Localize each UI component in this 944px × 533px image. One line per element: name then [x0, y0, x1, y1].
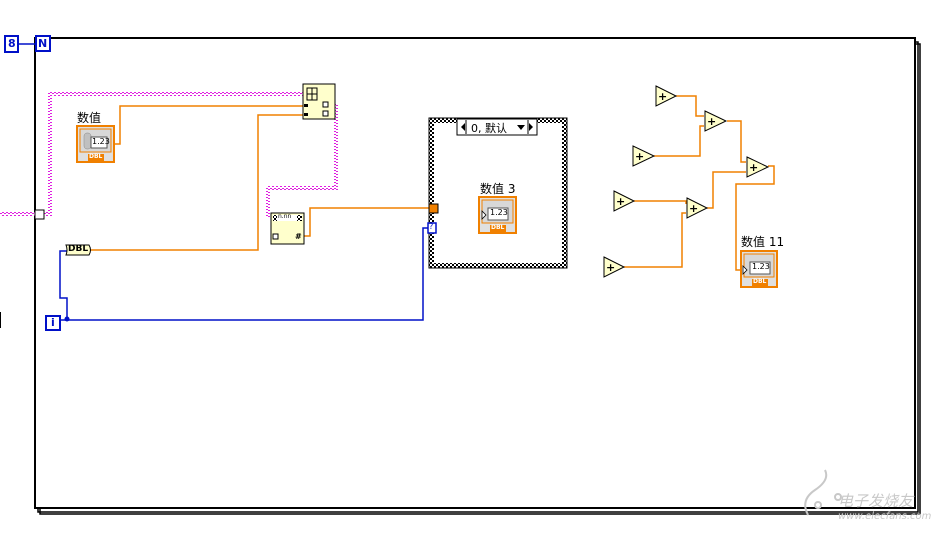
- watermark-text: 电子发烧友: [838, 492, 914, 510]
- iteration-terminal-label: i: [51, 316, 55, 329]
- orange-wire: [90, 95, 775, 271]
- format-node[interactable]: [270, 212, 305, 245]
- numeric-indicator-3-label: 数值 3: [480, 182, 516, 196]
- format-node-text: n.nn: [278, 213, 292, 220]
- iteration-terminal[interactable]: [45, 315, 61, 331]
- numeric-control-value: 1.23: [92, 137, 110, 146]
- add-node[interactable]: +: [686, 197, 709, 219]
- case-structure[interactable]: [428, 117, 568, 269]
- case-selector-terminal[interactable]: [427, 222, 437, 234]
- svg-text:+: +: [635, 150, 644, 163]
- case-selector-label[interactable]: 0, 默认: [471, 122, 507, 135]
- dbl-constant-text: DBL: [68, 244, 89, 254]
- add-node[interactable]: +: [613, 190, 636, 212]
- numeric-indicator-3-type: DBL: [491, 224, 505, 231]
- count-terminal[interactable]: [35, 35, 51, 52]
- numeric-indicator-11-type: DBL: [753, 278, 767, 285]
- numeric-indicator-11[interactable]: [740, 250, 778, 288]
- numeric-control[interactable]: [76, 125, 115, 163]
- watermark-url: www.elecfans.com: [838, 511, 932, 522]
- case-selector-question: ?: [429, 222, 434, 231]
- dbl-constant[interactable]: [65, 244, 91, 256]
- add-node[interactable]: +: [655, 85, 678, 107]
- svg-text:+: +: [749, 161, 758, 174]
- add-node[interactable]: +: [632, 145, 656, 167]
- format-node-output: #: [295, 232, 302, 241]
- numeric-control-label: 数值: [77, 111, 102, 125]
- pink-wire: [0, 92, 338, 218]
- count-terminal-label: N: [38, 37, 48, 50]
- loop-count-value: 8: [8, 37, 16, 50]
- for-loop[interactable]: [34, 37, 921, 515]
- add-node[interactable]: +: [704, 110, 728, 132]
- numeric-indicator-3-value: 1.23: [490, 208, 508, 217]
- build-array-node[interactable]: [302, 83, 336, 120]
- blue-wire: [59, 227, 430, 321]
- numeric-control-type: DBL: [89, 153, 103, 160]
- svg-text:+: +: [707, 115, 716, 128]
- watermark-logo: [804, 469, 842, 516]
- array-tunnel[interactable]: [34, 209, 45, 220]
- numeric-indicator-11-label: 数值 11: [741, 235, 785, 249]
- svg-text:+: +: [606, 261, 615, 274]
- add-node[interactable]: +: [746, 156, 770, 178]
- add-node[interactable]: +: [603, 256, 626, 278]
- svg-text:+: +: [689, 202, 698, 215]
- numeric-indicator-11-value: 1.23: [752, 262, 770, 271]
- svg-text:+: +: [658, 90, 667, 103]
- svg-text:+: +: [616, 195, 625, 208]
- numeric-indicator-3[interactable]: [478, 196, 517, 234]
- case-tunnel: [428, 203, 439, 214]
